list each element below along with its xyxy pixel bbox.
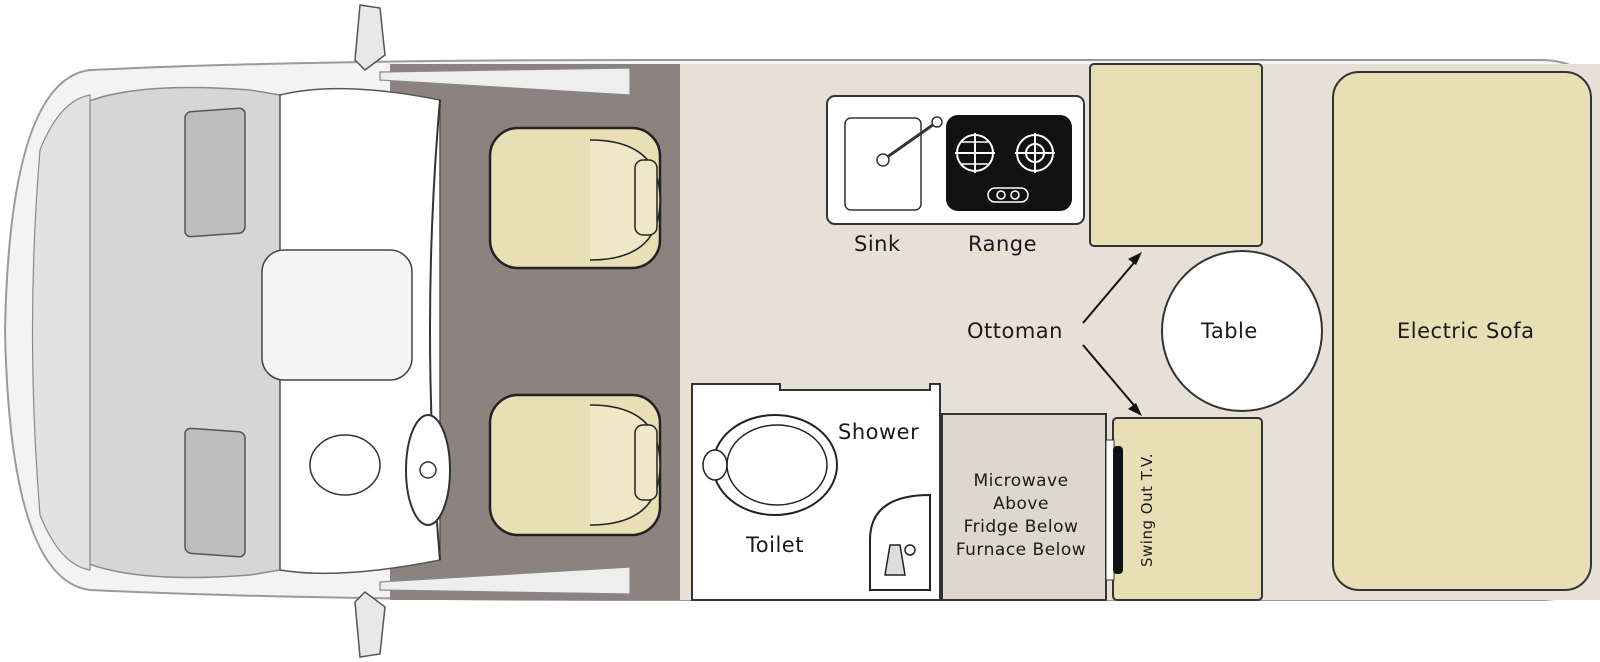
seat-driver — [488, 126, 662, 270]
label-table: Table — [1201, 319, 1258, 343]
ottoman-top — [1089, 63, 1263, 247]
label-furnace-below: Furnace Below — [955, 540, 1087, 560]
label-toilet: Toilet — [746, 533, 804, 557]
vent-top — [184, 107, 246, 238]
vent-bottom — [184, 427, 246, 558]
hood-front — [31, 94, 91, 571]
label-electric-sofa: Electric Sofa — [1397, 319, 1535, 343]
label-appliances: Microwave Above Fridge Below Furnace Bel… — [946, 470, 1096, 562]
faucet-icon — [876, 116, 943, 167]
ottoman-arrows — [1082, 252, 1142, 416]
burner-left-icon — [955, 133, 995, 173]
steering-wheel — [309, 414, 451, 526]
label-above: Above — [993, 494, 1049, 514]
tv-screen — [1113, 446, 1123, 574]
label-swing-out-tv: Swing Out T.V. — [1138, 453, 1156, 567]
label-microwave: Microwave — [973, 471, 1069, 491]
ottoman-bottom — [1112, 417, 1263, 601]
label-shower: Shower — [838, 420, 920, 444]
label-fridge-below: Fridge Below — [963, 517, 1079, 537]
shower-sink — [869, 493, 931, 591]
fridge-cabinet — [941, 413, 1107, 601]
door-bottom — [379, 566, 631, 595]
center-console — [261, 249, 413, 381]
tv-bracket — [1105, 439, 1115, 581]
mirror-bottom — [354, 591, 386, 658]
range — [946, 115, 1072, 211]
table — [1161, 250, 1323, 412]
door-top — [379, 67, 631, 96]
seat-passenger — [488, 393, 662, 537]
electric-sofa — [1332, 71, 1592, 591]
mirror-top — [354, 4, 386, 71]
label-sink: Sink — [854, 232, 901, 256]
burner-right-icon — [1015, 133, 1055, 173]
label-range: Range — [968, 232, 1038, 256]
range-knobs-icon — [987, 187, 1029, 203]
toilet — [702, 414, 838, 516]
label-ottoman: Ottoman — [967, 319, 1063, 343]
